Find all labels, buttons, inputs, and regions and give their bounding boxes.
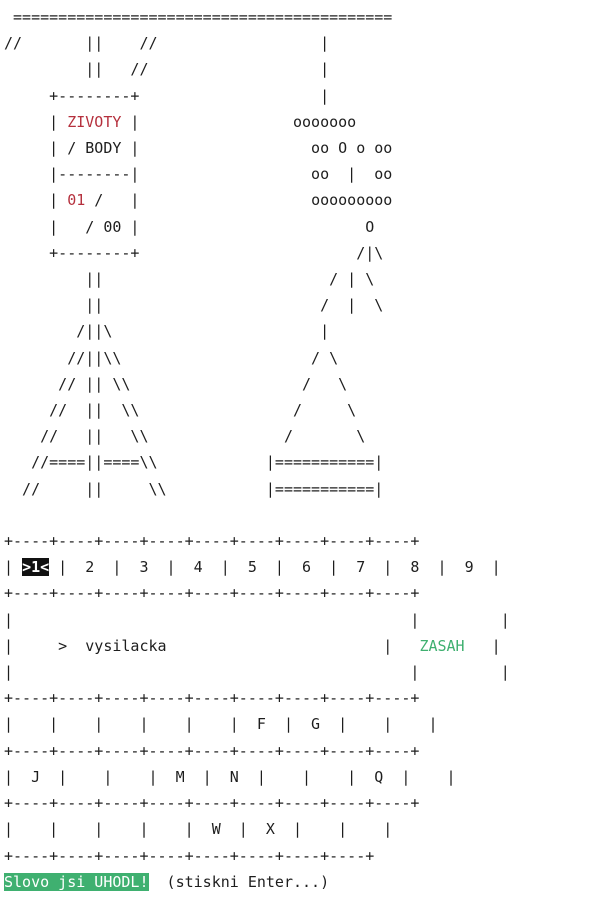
- tower-line: ||: [4, 296, 293, 315]
- robot-face: oo O o oo: [311, 139, 393, 158]
- tower-line: +--------+ |: [4, 86, 330, 105]
- tower-line: //||\\ / \: [4, 348, 339, 367]
- tower-line: /||\ |: [4, 322, 330, 341]
- top-bar: ========================================…: [13, 8, 393, 26]
- letters-border: +----+----+----+----+----+----+----+----…: [4, 846, 375, 865]
- letters-border: +----+----+----+----+----+----+----+----…: [4, 794, 420, 813]
- letters-row: | | | | | W | X | | |: [4, 820, 393, 839]
- robot-chin: ooooooooo: [311, 191, 393, 210]
- tower-line: || // |: [4, 60, 330, 79]
- terminal-screen: ========================================…: [4, 8, 510, 891]
- word-empty-row: | | |: [4, 610, 510, 629]
- letters-border: +----+----+----+----+----+----+----+----…: [4, 689, 420, 708]
- lives-label: ZIVOTY: [67, 112, 122, 131]
- word-empty-row: | | |: [4, 663, 510, 682]
- tower-line: // || \\ |===========|: [4, 479, 384, 498]
- tower-line: // || // |: [4, 34, 330, 53]
- rounds-border: +----+----+----+----+----+----+----+----…: [4, 584, 420, 603]
- tower-line: // || \\ / \: [4, 401, 357, 420]
- tower-line: ||: [4, 270, 303, 289]
- tower-line: | / BODY |: [4, 139, 293, 158]
- tower-line: |: [4, 191, 68, 210]
- robot-arms: /|\: [356, 243, 384, 262]
- robot-mouth: oo | oo: [311, 165, 393, 184]
- robot-neck: O: [365, 217, 375, 236]
- robot-body: / | \: [320, 296, 384, 315]
- tower-line: // || \\ / \: [4, 374, 348, 393]
- enter-hint: (stiskni Enter...): [148, 872, 330, 891]
- tower-line: // || \\ / \: [4, 427, 366, 446]
- robot-body: / | \: [329, 270, 375, 289]
- tower-line: |: [4, 112, 68, 131]
- lives-value: 01: [67, 191, 86, 210]
- letters-row: | J | | | M | N | | | Q | |: [4, 767, 456, 786]
- letters-border: +----+----+----+----+----+----+----+----…: [4, 741, 420, 760]
- tower-line: | / 00 |: [4, 217, 321, 236]
- robot-head: ooooooo: [293, 112, 357, 131]
- tower-line: +--------+: [4, 243, 321, 262]
- rounds-border: +----+----+----+----+----+----+----+----…: [4, 532, 420, 551]
- guessed-word: vysilacka: [85, 636, 167, 655]
- tower-line: //====||====\\ |===========|: [4, 453, 384, 472]
- success-message: Slovo jsi UHODL!: [4, 872, 149, 891]
- tower-line: |--------|: [4, 165, 293, 184]
- current-round: >1<: [22, 558, 50, 577]
- hit-status: ZASAH: [419, 636, 465, 655]
- rounds-row: | 2 | 3 | 4 | 5 | 6 | 7 | 8 | 9 |: [49, 558, 501, 577]
- letters-row: | | | | | | F | G | | |: [4, 715, 438, 734]
